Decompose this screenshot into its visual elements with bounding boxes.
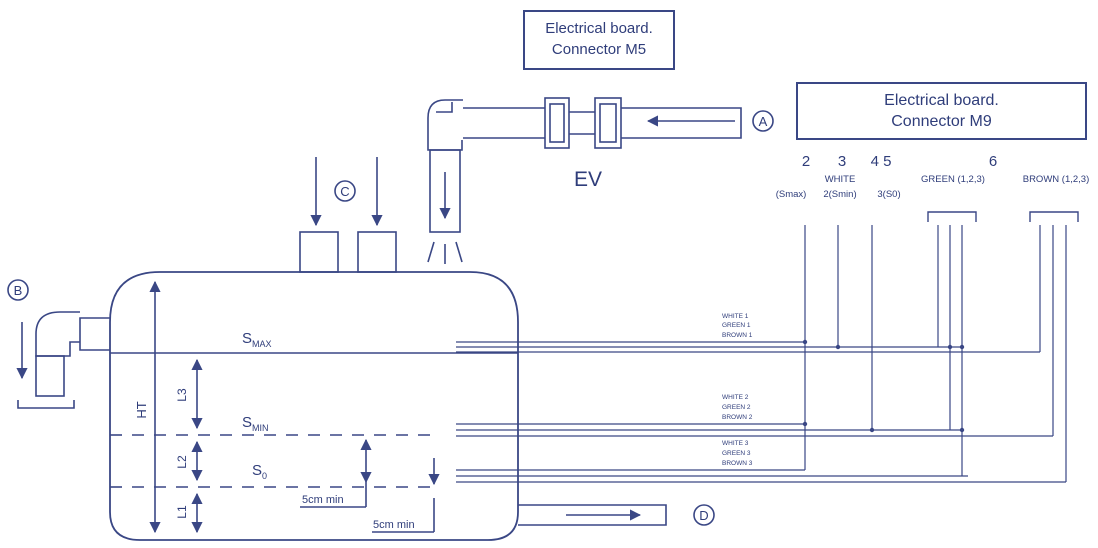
- marker-d-label: D: [699, 508, 708, 523]
- wire-brown-1: BROWN 1: [722, 332, 753, 339]
- ev-valve-right: [594, 97, 622, 149]
- ev-valve-left: [544, 97, 570, 149]
- dim-l2-label: L2: [175, 455, 189, 469]
- connector-m9-label: Electrical board. Connector M9: [796, 90, 1087, 132]
- connector-m9-line1: Electrical board.: [884, 92, 999, 109]
- wire-white-1: WHITE 1: [722, 313, 749, 320]
- dim-ht-label: HT: [134, 401, 149, 418]
- terminal-brown-label: BROWN (1,2,3): [1023, 174, 1090, 185]
- tank-outline: [109, 271, 519, 541]
- terminal-2-label: 2: [802, 153, 810, 170]
- inlet-pipe-horizontal: [463, 107, 545, 139]
- dim-5cm-min-1: 5cm min: [302, 494, 344, 506]
- connector-m9-box: [796, 82, 1087, 140]
- dim-l1-label: L1: [175, 505, 189, 519]
- wire-white-3: WHITE 3: [722, 440, 749, 447]
- dim-5cm-min-2: 5cm min: [373, 519, 415, 531]
- connector-m5-box: [523, 10, 675, 70]
- dim-l3-label: L3: [175, 388, 189, 402]
- level-smax-sub: MAX: [252, 339, 272, 349]
- marker-d-circle: [693, 504, 715, 526]
- level-smin-s: S: [242, 414, 252, 431]
- marker-b-label: B: [14, 283, 23, 298]
- marker-c-label: C: [340, 184, 349, 199]
- ev-label: EV: [574, 168, 602, 191]
- wire-green-2: GREEN 2: [722, 404, 751, 411]
- terminal-white-label: WHITE: [825, 174, 856, 185]
- terminal-green-label: GREEN (1,2,3): [921, 174, 985, 185]
- terminal-6-label: 6: [989, 153, 997, 170]
- inlet-port-2: [357, 231, 397, 273]
- wire-brown-3: BROWN 3: [722, 460, 753, 467]
- inlet-elbow: [427, 99, 463, 151]
- marker-c-circle: [334, 180, 356, 202]
- outlet-b-pipe: [79, 317, 110, 351]
- connector-m5-line2: Connector M5: [551, 41, 647, 58]
- terminal-smin-label: 2(Smin): [823, 189, 856, 200]
- inlet-port-1: [299, 231, 339, 273]
- connector-m5-label: Electrical board. Connector M5: [523, 18, 675, 60]
- marker-a-label: A: [759, 114, 768, 129]
- terminal-45-label: 4 5: [871, 153, 892, 170]
- level-s0-sub: 0: [262, 471, 267, 481]
- level-smin-sub: MIN: [252, 423, 269, 433]
- level-s0-label: S0: [252, 462, 267, 481]
- marker-a-circle: [752, 110, 774, 132]
- marker-b-circle: [7, 279, 29, 301]
- terminal-smax-label: (Smax): [776, 189, 807, 200]
- wire-green-3: GREEN 3: [722, 450, 751, 457]
- level-smax-label: SMAX: [242, 330, 272, 349]
- wire-brown-2: BROWN 2: [722, 414, 753, 421]
- connector-m9-line2: Connector M9: [891, 113, 992, 130]
- level-s0-s: S: [252, 462, 262, 479]
- terminal-s0-label: 3(S0): [877, 189, 900, 200]
- wire-green-1: GREEN 1: [722, 322, 751, 329]
- connector-m5-line1: Electrical board.: [545, 20, 653, 37]
- terminal-3-label: 3: [838, 153, 846, 170]
- level-smax-s: S: [242, 330, 252, 347]
- wire-white-2: WHITE 2: [722, 394, 749, 401]
- level-smin-label: SMIN: [242, 414, 269, 433]
- outlet-d-pipe: [518, 504, 667, 526]
